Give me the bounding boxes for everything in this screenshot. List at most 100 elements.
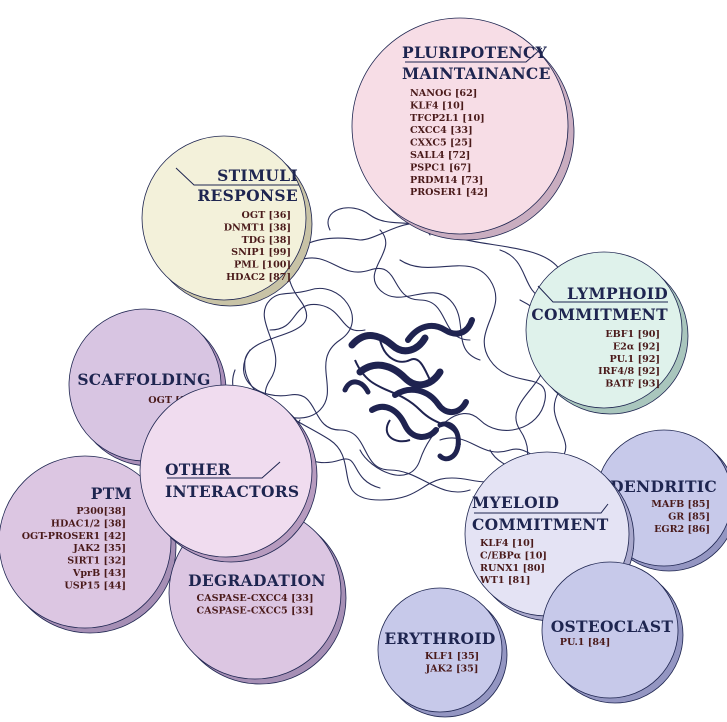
stimuli-item: SNIP1 [99] (231, 247, 291, 258)
pluripotency-item: CXCC4 [33] (410, 125, 473, 136)
myeloid-title-line2: COMMITMENT (472, 515, 609, 534)
stimuli-title-line2: RESPONSE (197, 186, 298, 205)
dendritic-item: GR [85] (668, 511, 710, 522)
stimuli-item: OGT [36] (242, 210, 291, 221)
pluripotency-bubble (351, 17, 569, 235)
stimuli-item: HDAC2 [87] (226, 272, 291, 283)
protein-helix (342, 379, 371, 395)
lymphoid-title-line2: COMMITMENT (531, 305, 668, 324)
myeloid-title-line1: MYELOID (472, 493, 559, 512)
pluripotency-title-line2: MAINTAINANCE (402, 64, 551, 83)
pluripotency-item: PROSER1 [42] (410, 187, 488, 198)
erythroid-items: KLF1 [35]JAK2 [35] (425, 651, 480, 674)
ptm-item: JAK2 [35] (72, 543, 126, 554)
ptm-item: VprB [43] (72, 568, 126, 579)
stimuli-title-rule (175, 167, 299, 186)
scaffolding-title: SCAFFOLDING (77, 370, 210, 389)
myeloid-item: C/EBPα [10] (480, 550, 547, 561)
lymphoid-item: E2α [92] (613, 341, 660, 352)
other-interactors-title-line1: OTHER (165, 460, 231, 479)
lymphoid-item: EBF1 [90] (605, 329, 660, 340)
pluripotency-item: PSPC1 [67] (410, 162, 471, 173)
pluripotency-item: SALL4 [72] (410, 150, 470, 161)
protein-core-structure (342, 317, 475, 462)
scaffolding-items: OGT [39] (148, 395, 197, 406)
osteoclast-title: OSTEOCLAST (551, 617, 674, 636)
pluripotency-group: PLURIPOTENCY MAINTAINANCE NANOG [62]KLF4… (351, 17, 575, 241)
lymphoid-item: BATF [93] (605, 379, 660, 390)
lymphoid-item: IRF4/8 [92] (598, 366, 660, 377)
protein-helix (392, 386, 469, 415)
protein-helix (405, 317, 475, 343)
pluripotency-item: TFCP2L1 [10] (410, 113, 485, 124)
erythroid-group: ERYTHROID KLF1 [35]JAK2 [35] (377, 587, 508, 718)
osteoclast-bubble (541, 561, 679, 699)
stimuli-group: STIMULI RESPONSE OGT [36]DNMT1 [38] TDG [… (141, 135, 313, 307)
myeloid-item: KLF4 [10] (480, 538, 534, 549)
stimuli-title-line1: STIMULI (217, 166, 298, 185)
other-interactors-bubble (139, 384, 313, 558)
erythroid-bubble (377, 587, 503, 713)
pluripotency-item: KLF4 [10] (410, 100, 464, 111)
protein-loop (385, 419, 411, 443)
chain-strand (263, 287, 353, 419)
erythroid-item: KLF1 [35] (425, 651, 479, 662)
pluripotency-item: CXXC5 [25] (410, 138, 472, 149)
scaffolding-item: OGT [39] (148, 395, 197, 406)
protein-helix (369, 403, 439, 440)
chain-strand (243, 349, 471, 493)
dendritic-title: DENDRITIC (610, 477, 717, 496)
lymphoid-title-rule (537, 285, 668, 303)
lymphoid-group: LYMPHOID COMMITMENT EBF1 [90]E2α [92] PU.… (525, 251, 689, 415)
osteoclast-items: PU.1 [84] (560, 637, 610, 648)
pluripotency-title-line1: PLURIPOTENCY (402, 43, 548, 62)
osteoclast-item: PU.1 [84] (560, 637, 610, 648)
chain-strand (269, 303, 366, 332)
erythroid-title: ERYTHROID (384, 629, 495, 648)
ptm-group: PTM P300[38]HDAC1/2 [38] OGT-PROSER1 [42]… (0, 455, 177, 634)
ptm-item: SIRT1 [32] (67, 556, 126, 567)
ptm-item: P300[38] (76, 506, 126, 517)
pluripotency-items: NANOG [62]KLF4 [10] TFCP2L1 [10]CXCC4 [33… (410, 88, 488, 198)
ptm-title: PTM (91, 484, 132, 503)
myeloid-item: RUNX1 [80] (480, 563, 545, 574)
ptm-item: HDAC1/2 [38] (51, 518, 126, 529)
myeloid-item: WT1 [81] (479, 575, 530, 586)
protein-helix (437, 421, 461, 462)
other-interactors-title-line2: INTERACTORS (165, 482, 299, 501)
dendritic-item: MAFB [85] (651, 499, 710, 510)
protein-helix (356, 361, 444, 389)
ptm-items: P300[38]HDAC1/2 [38] OGT-PROSER1 [42]JAK2… (22, 506, 126, 591)
chain-strand (299, 257, 471, 341)
chain-strand (359, 259, 546, 476)
ptm-bubble (0, 455, 172, 629)
protein-helix (348, 332, 429, 355)
pluripotency-title-rule (405, 47, 543, 63)
other-interactors-group: OTHER INTERACTORS (139, 384, 318, 563)
myeloid-title-rule (474, 503, 609, 514)
lymphoid-bubble (525, 251, 683, 409)
erythroid-item: JAK2 [35] (425, 663, 479, 674)
degradation-items: CASPASE-CXCC4 [33]CASPASE-CXCC5 [33] (197, 593, 314, 616)
chain-strand (244, 222, 565, 501)
degradation-item: CASPASE-CXCC5 [33] (197, 605, 314, 616)
other-interactors-title-rule (167, 461, 281, 479)
pluripotency-item: PRDM14 [73] (410, 175, 483, 186)
degradation-item: CASPASE-CXCC4 [33] (197, 593, 314, 604)
dendritic-items: MAFB [85]GR [85] EGR2 [86] (651, 499, 710, 535)
degradation-title: DEGRADATION (188, 571, 326, 590)
protein-loop (354, 359, 461, 446)
myeloid-items: KLF4 [10]C/EBPα [10] RUNX1 [80]WT1 [81] (479, 538, 547, 586)
protein-loop (379, 339, 431, 381)
stimuli-item: PML [100] (234, 260, 291, 271)
ptm-item: USP15 [44] (64, 580, 126, 591)
lymphoid-title-line1: LYMPHOID (567, 284, 668, 303)
dendritic-item: EGR2 [86] (654, 524, 710, 535)
stimuli-items: OGT [36]DNMT1 [38] TDG [38]SNIP1 [99] PML … (224, 210, 291, 283)
ptm-item: OGT-PROSER1 [42] (22, 531, 126, 542)
stimuli-item: TDG [38] (242, 235, 291, 246)
stimuli-item: DNMT1 [38] (224, 222, 291, 233)
pluripotency-item: NANOG [62] (410, 88, 477, 99)
lymphoid-item: PU.1 [92] (610, 354, 660, 365)
